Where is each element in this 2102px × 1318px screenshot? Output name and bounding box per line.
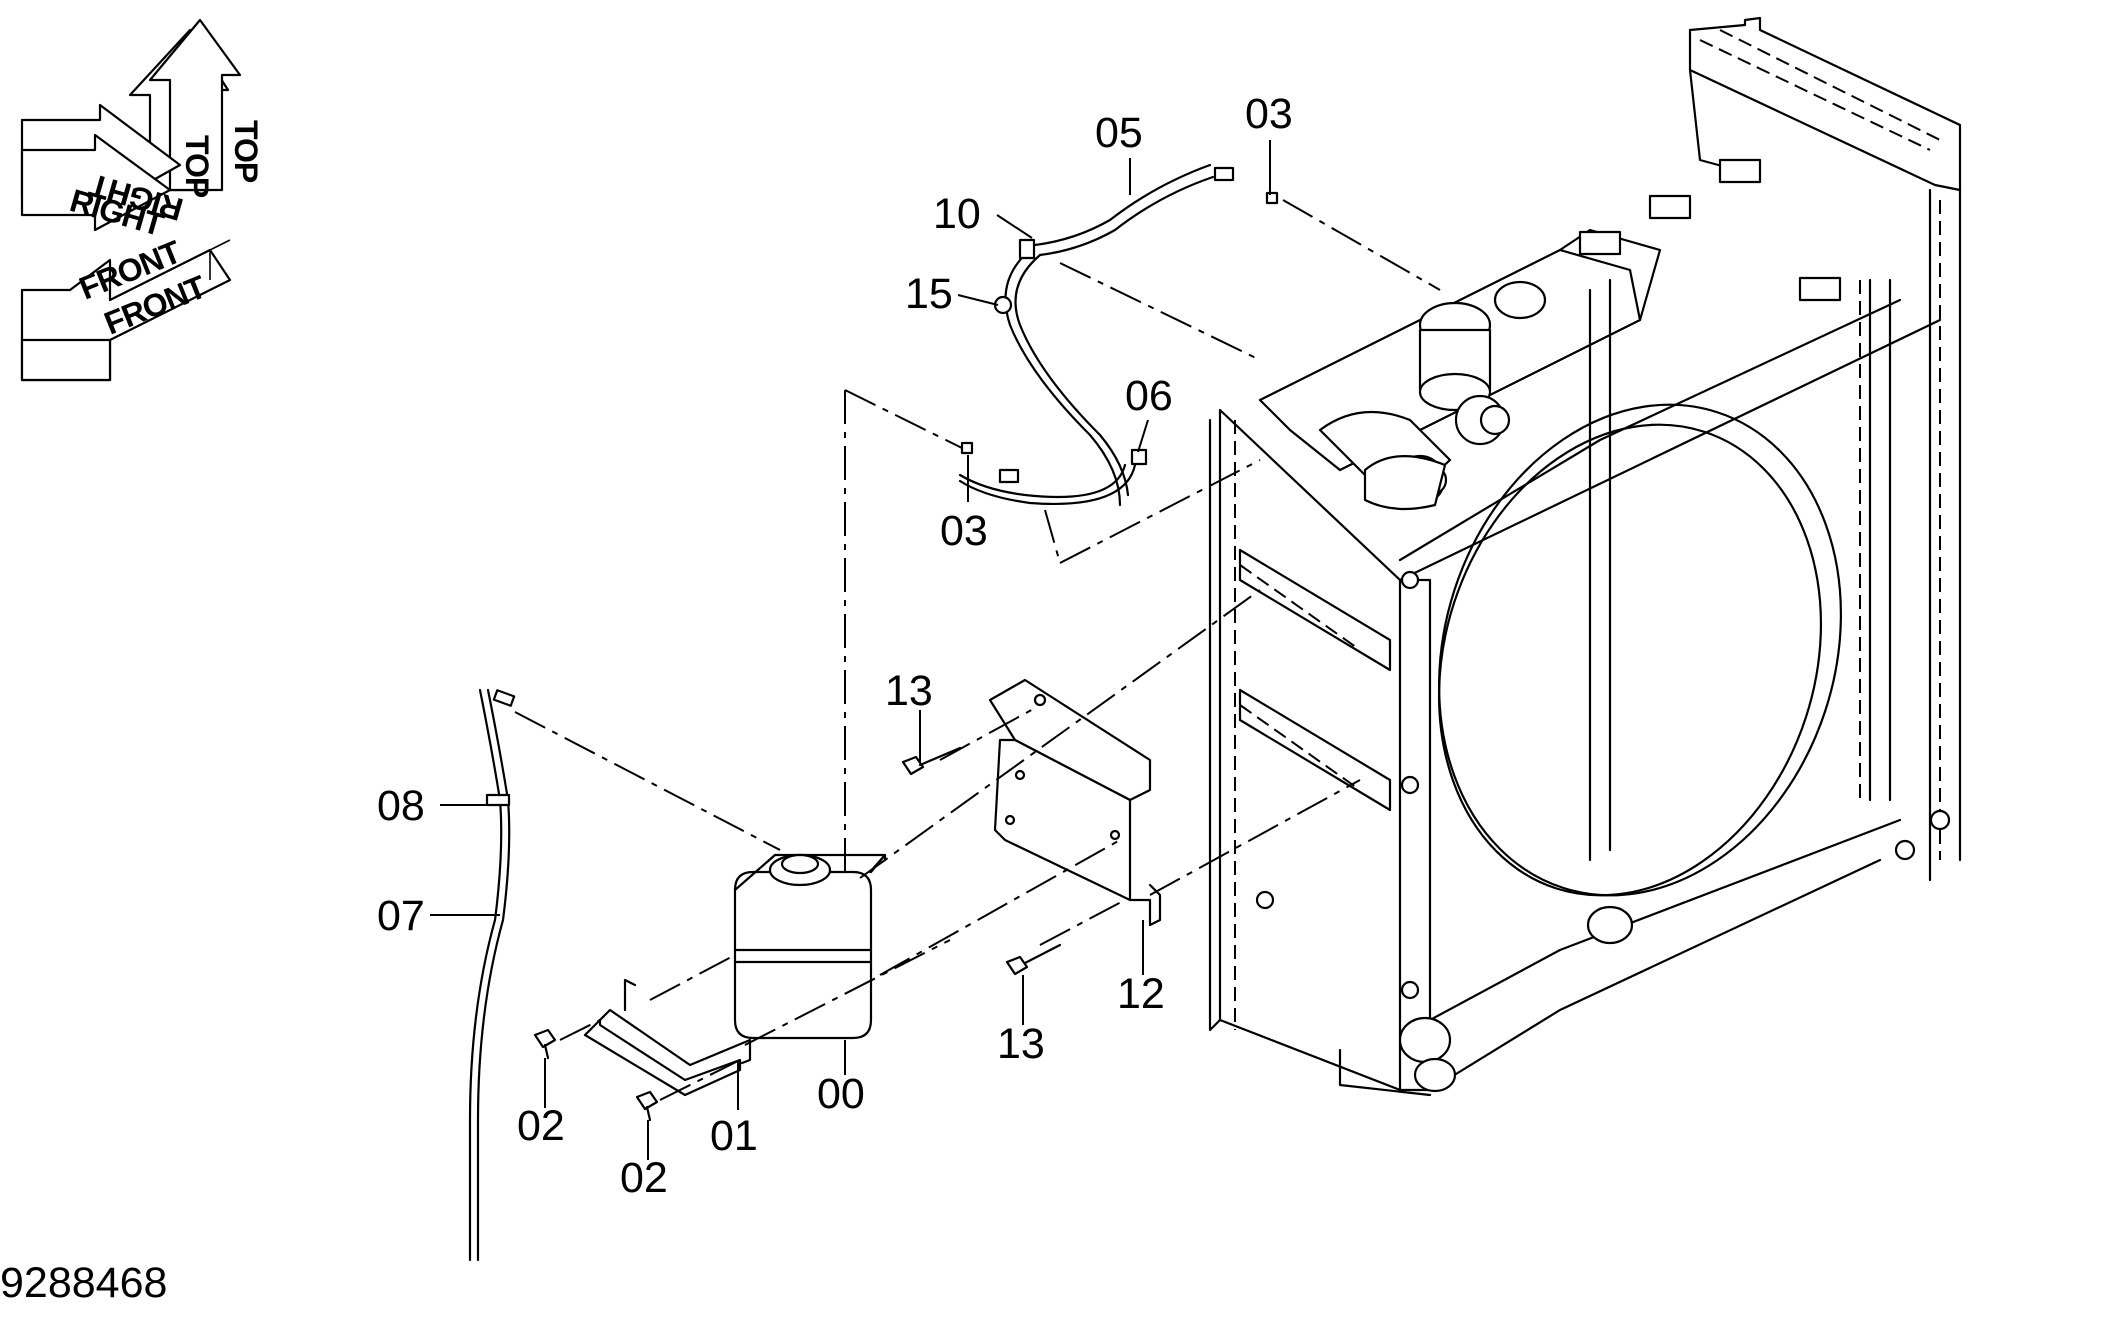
assembly-center-lines — [514, 199, 1441, 1101]
clip-08-icon — [485, 793, 511, 807]
orientation-indicator: TOP TOP RIGHT RIGHT FRONT FRONT — [20, 18, 264, 382]
callout-03-top: 03 — [1245, 90, 1293, 138]
callout-06: 06 — [1125, 372, 1173, 420]
drain-tube — [468, 688, 516, 1262]
radiator-assembly — [1208, 16, 1962, 1097]
callout-13-lower: 13 — [997, 1020, 1045, 1068]
callout-10: 10 — [933, 190, 981, 238]
callout-01: 01 — [710, 1112, 758, 1160]
bolts — [533, 746, 1062, 1122]
clip-03-icon — [1265, 191, 1279, 205]
reserve-tank — [733, 853, 887, 1040]
hose-clamp-icon — [998, 468, 1020, 484]
leader-lines — [430, 140, 1271, 1160]
top-label-mirrored: TOP — [179, 135, 215, 198]
callout-07: 07 — [377, 892, 425, 940]
hose-05 — [1033, 163, 1212, 247]
callout-labels: 05 03 10 15 06 03 13 08 07 12 13 02 01 0… — [377, 90, 1293, 1202]
hose-clamp-icon — [1213, 166, 1235, 182]
hose-06 — [1004, 248, 1122, 507]
clip-icon — [1018, 238, 1036, 260]
callout-15: 15 — [905, 270, 953, 318]
callout-00: 00 — [817, 1070, 865, 1118]
front-arrow-icon: FRONT FRONT — [20, 233, 232, 382]
top-label: TOP — [228, 120, 264, 183]
bolt-13-upper-icon — [901, 746, 962, 776]
tank-band — [583, 978, 752, 1097]
clip-03-icon — [960, 441, 974, 455]
callout-08: 08 — [377, 782, 425, 830]
callout-02-lower: 02 — [620, 1154, 668, 1202]
bolt-02-upper-icon — [533, 1028, 557, 1060]
right-arrow-icon: RIGHT RIGHT — [20, 103, 187, 243]
callout-05: 05 — [1095, 109, 1143, 157]
hose-assembly — [958, 163, 1279, 507]
bolt-13-lower-icon — [1005, 943, 1062, 976]
callout-02-upper: 02 — [517, 1102, 565, 1150]
callout-13-upper: 13 — [885, 667, 933, 715]
callout-03-middle: 03 — [940, 507, 988, 555]
bolt-02-lower-icon — [635, 1090, 659, 1122]
callout-12: 12 — [1117, 970, 1165, 1018]
document-number: 9288468 — [0, 1259, 167, 1307]
tank-bracket — [988, 678, 1162, 927]
